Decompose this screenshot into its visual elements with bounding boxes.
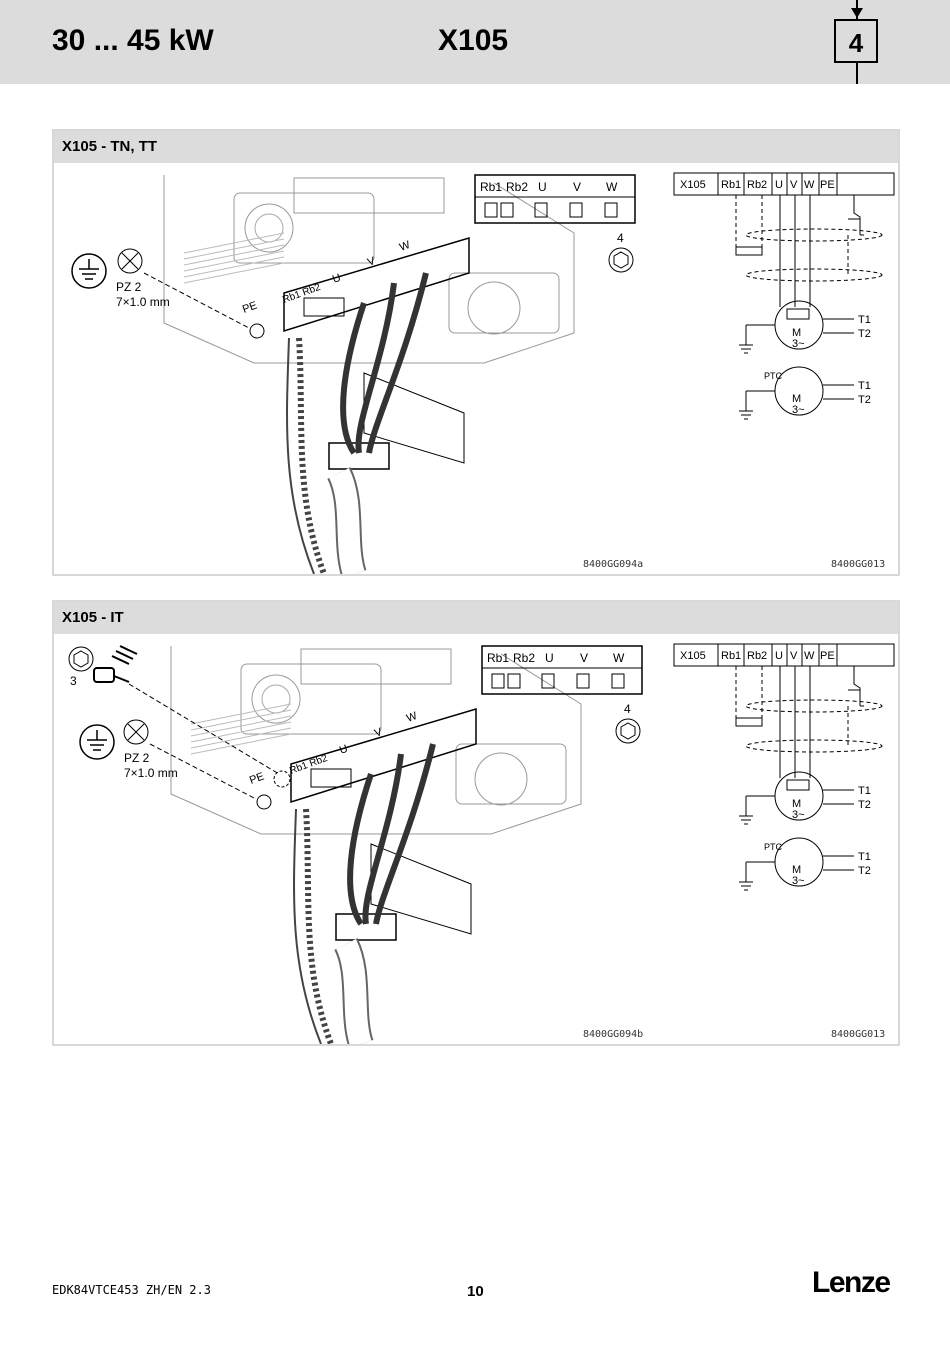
schematic-u: U	[775, 650, 783, 662]
terminal-u: U	[545, 651, 554, 665]
torque-spec: 7×1.0 mm	[116, 295, 170, 309]
thermal-t1: T1	[858, 851, 871, 863]
ptc-label: PTC	[764, 842, 783, 852]
motor-label: M	[792, 327, 801, 339]
schematic-rb2: Rb2	[747, 650, 767, 662]
schematic-connector: X105	[680, 650, 706, 662]
schematic-v: V	[790, 650, 798, 662]
screw-number: 3	[70, 674, 77, 688]
schematic-w: W	[804, 650, 815, 662]
thermal-t2: T2	[858, 865, 871, 877]
panel-title: X105 - IT	[54, 602, 898, 634]
motor-phase: 3~	[792, 875, 805, 887]
label-w: W	[405, 710, 419, 725]
label-w: W	[398, 239, 412, 254]
terminal-v: V	[580, 651, 588, 665]
label-u: U	[338, 743, 350, 757]
terminal-w: W	[613, 651, 625, 665]
chapter-box: 4	[834, 19, 878, 63]
label-pe: PE	[248, 771, 266, 787]
schematic-rb1: Rb1	[721, 179, 741, 191]
label-rb: Rb1 Rb2	[288, 753, 329, 777]
schematic-u: U	[775, 179, 783, 191]
wiring-illustration: PZ 2 7×1.0 mm 4 Rb1 Rb2 U V W PE Rb1 Rb2…	[71, 172, 895, 574]
tool-number: 4	[617, 231, 624, 245]
chapter-arrow-icon	[851, 8, 863, 18]
inverter-drawing	[163, 175, 575, 470]
terminal-rb1: Rb1	[480, 180, 502, 194]
label-rb: Rb1 Rb2	[281, 282, 322, 306]
motor-label: M	[792, 798, 801, 810]
schematic-v: V	[790, 179, 798, 191]
torque-spec: 7×1.0 mm	[124, 766, 178, 780]
label-u: U	[331, 272, 343, 286]
motor-label: M	[792, 864, 801, 876]
figure-ref-left: 8400GG094b	[583, 1029, 644, 1040]
terminal-v: V	[573, 180, 581, 194]
motor-phase: 3~	[792, 809, 805, 821]
page-number: 10	[467, 1283, 484, 1300]
schematic-connector: X105	[680, 179, 706, 191]
figure-ref-right: 8400GG013	[831, 1029, 886, 1040]
label-v: V	[373, 726, 385, 740]
motor-phase: 3~	[792, 338, 805, 350]
thermal-t2: T2	[858, 394, 871, 406]
schematic-pe: PE	[820, 179, 835, 191]
thermal-t1: T1	[858, 785, 871, 797]
panel-title: X105 - TN, TT	[54, 131, 898, 163]
motor-cable	[340, 272, 429, 455]
page-header: 30 ... 45 kW X105	[0, 0, 950, 84]
motor-schematic	[673, 172, 895, 420]
chapter-line	[856, 63, 858, 84]
label-pe: PE	[241, 300, 259, 316]
label-v: V	[366, 255, 378, 269]
motor-phase: 3~	[792, 404, 805, 416]
thermal-t1: T1	[858, 314, 871, 326]
figure-ref-right: 8400GG013	[831, 559, 886, 570]
thermal-t1: T1	[858, 380, 871, 392]
schematic-rb2: Rb2	[747, 179, 767, 191]
terminal-u: U	[538, 180, 547, 194]
motor-label: M	[792, 393, 801, 405]
connector-code: X105	[438, 24, 509, 57]
thermal-t2: T2	[858, 799, 871, 811]
tool-number: 4	[624, 702, 631, 716]
motor-cable	[347, 743, 436, 926]
ptc-label: PTC	[764, 371, 783, 381]
torque-tool: PZ 2	[124, 751, 150, 765]
schematic-rb1: Rb1	[721, 650, 741, 662]
power-range: 30 ... 45 kW	[52, 24, 214, 57]
lenze-logo: Lenze	[812, 1266, 891, 1299]
thermal-t2: T2	[858, 328, 871, 340]
motor-schematic	[673, 643, 895, 891]
terminal-rb1: Rb1	[487, 651, 509, 665]
inverter-drawing	[170, 646, 582, 941]
panel-tn-tt: X105 - TN, TT	[52, 129, 900, 576]
torque-tool: PZ 2	[116, 280, 142, 294]
terminal-rb2: Rb2	[513, 651, 535, 665]
panel-it: X105 - IT	[52, 600, 900, 1046]
terminal-rb2: Rb2	[506, 180, 528, 194]
wiring-illustration: 3 PZ 2 7×1.0 mm 4 Rb1 Rb2 U V W PE Rb1 R…	[68, 643, 895, 1044]
schematic-w: W	[804, 179, 815, 191]
document-id: EDK84VTCE453 ZH/EN 2.3	[52, 1283, 211, 1297]
schematic-pe: PE	[820, 650, 835, 662]
terminal-w: W	[606, 180, 618, 194]
figure-ref-left: 8400GG094a	[583, 559, 644, 570]
